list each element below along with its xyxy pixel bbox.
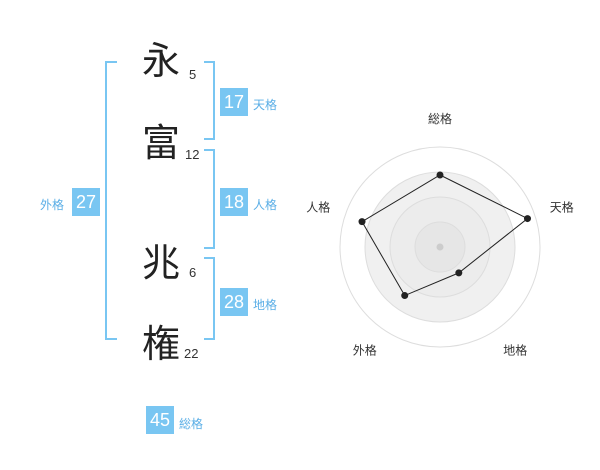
tenkaku-bracket: [204, 61, 215, 140]
tenkaku-label: 天格: [253, 98, 278, 112]
name-char-4: 権: [142, 322, 181, 366]
radar-shape: [361, 174, 529, 297]
soukaku-label: 総格: [179, 417, 204, 431]
name-char-3: 兆: [142, 241, 181, 285]
radar-axis-label: 地格: [503, 343, 527, 358]
jinkaku-bracket: [204, 149, 215, 249]
radar-axis-label: 天格: [550, 199, 574, 214]
stroke-count-3: 6: [189, 265, 197, 280]
chikaku-label: 地格: [253, 298, 278, 312]
radar-axis-label: 人格: [306, 199, 330, 214]
radar-points: [358, 171, 531, 300]
radar-point-5: [358, 218, 366, 226]
stroke-count-4: 22: [184, 346, 199, 361]
radar-point-1: [436, 171, 444, 179]
gaikaku-label: 外格: [40, 198, 65, 212]
jinkaku-badge: 18: [220, 188, 248, 216]
chikaku-badge: 28: [220, 288, 248, 316]
radar-point-4: [401, 292, 409, 300]
tenkaku-badge: 17: [220, 88, 248, 116]
gaikaku-badge: 27: [72, 188, 100, 216]
radar-axis-label: 外格: [353, 343, 377, 358]
soukaku-badge: 45: [146, 406, 174, 434]
jinkaku-label: 人格: [253, 198, 278, 212]
radar-point-2: [523, 215, 531, 223]
radar-point-3: [455, 269, 463, 277]
name-char-2: 富: [142, 121, 181, 165]
stroke-count-1: 5: [189, 67, 197, 82]
gaikaku-bracket: [105, 61, 117, 340]
chikaku-bracket: [204, 257, 215, 340]
stroke-count-2: 12: [185, 147, 200, 162]
name-char-1: 永: [142, 39, 181, 83]
radar-axis-label: 総格: [428, 111, 452, 126]
radar-center: [436, 243, 444, 251]
